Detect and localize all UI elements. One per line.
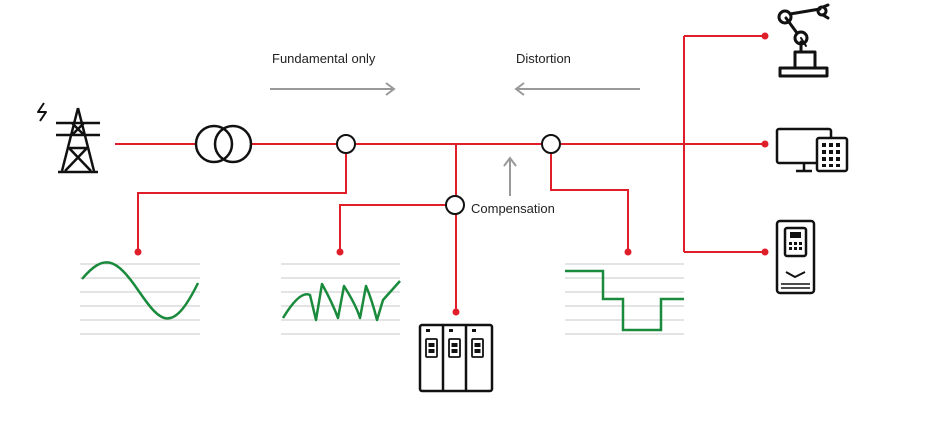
computer-icon — [775, 127, 849, 173]
power-pylon-icon — [37, 102, 100, 174]
waveform-panel-supply — [80, 261, 200, 335]
power-lines — [115, 35, 765, 312]
active-filter-cabinet-icon — [418, 323, 494, 393]
variable-speed-drive-icon — [775, 219, 816, 295]
panel-grid-lines — [80, 263, 200, 335]
label-distortion: Distortion — [516, 51, 571, 66]
sine-wave — [81, 261, 200, 320]
arrows — [270, 82, 640, 196]
transformer-icon — [194, 124, 253, 164]
measurement-points — [336, 134, 561, 215]
sawtooth-wave — [281, 280, 401, 322]
label-fundamental-only: Fundamental only — [272, 51, 376, 66]
panel-grid-lines — [565, 263, 684, 335]
stepped-wave — [565, 269, 684, 332]
measurement-point-filter — [445, 195, 465, 215]
industrial-robot-icon — [777, 3, 830, 78]
waveform-panel-compensation — [281, 263, 401, 335]
connection-dots — [134, 32, 769, 316]
measurement-point-supply — [336, 134, 356, 154]
waveform-panel-load — [565, 263, 684, 335]
label-compensation: Compensation — [471, 201, 555, 216]
measurement-point-load — [541, 134, 561, 154]
